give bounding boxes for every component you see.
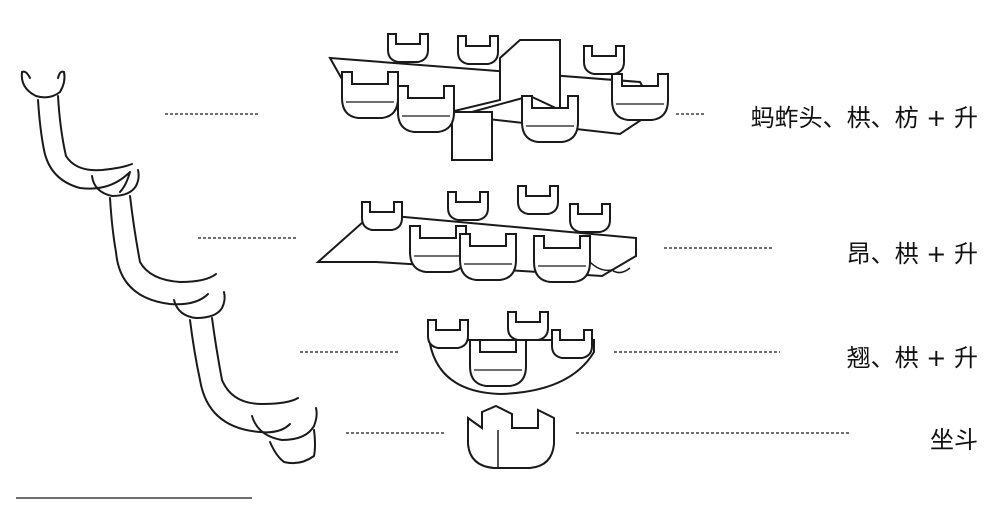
label-third-layer: 翘、栱 + 升 — [846, 344, 978, 372]
second-layer-assembly — [315, 185, 637, 283]
label-base-layer: 坐斗 — [930, 426, 978, 454]
top-layer-assembly — [328, 33, 669, 161]
leader-lines — [165, 113, 850, 434]
base-block-assembly — [467, 404, 555, 469]
arms-metaphor-figure — [20, 70, 318, 465]
label-second-layer: 昂、栱 + 升 — [846, 240, 978, 268]
label-top-layer: 蚂蚱头、栱、枋 + 升 — [750, 104, 978, 132]
third-layer-assembly — [427, 311, 595, 396]
